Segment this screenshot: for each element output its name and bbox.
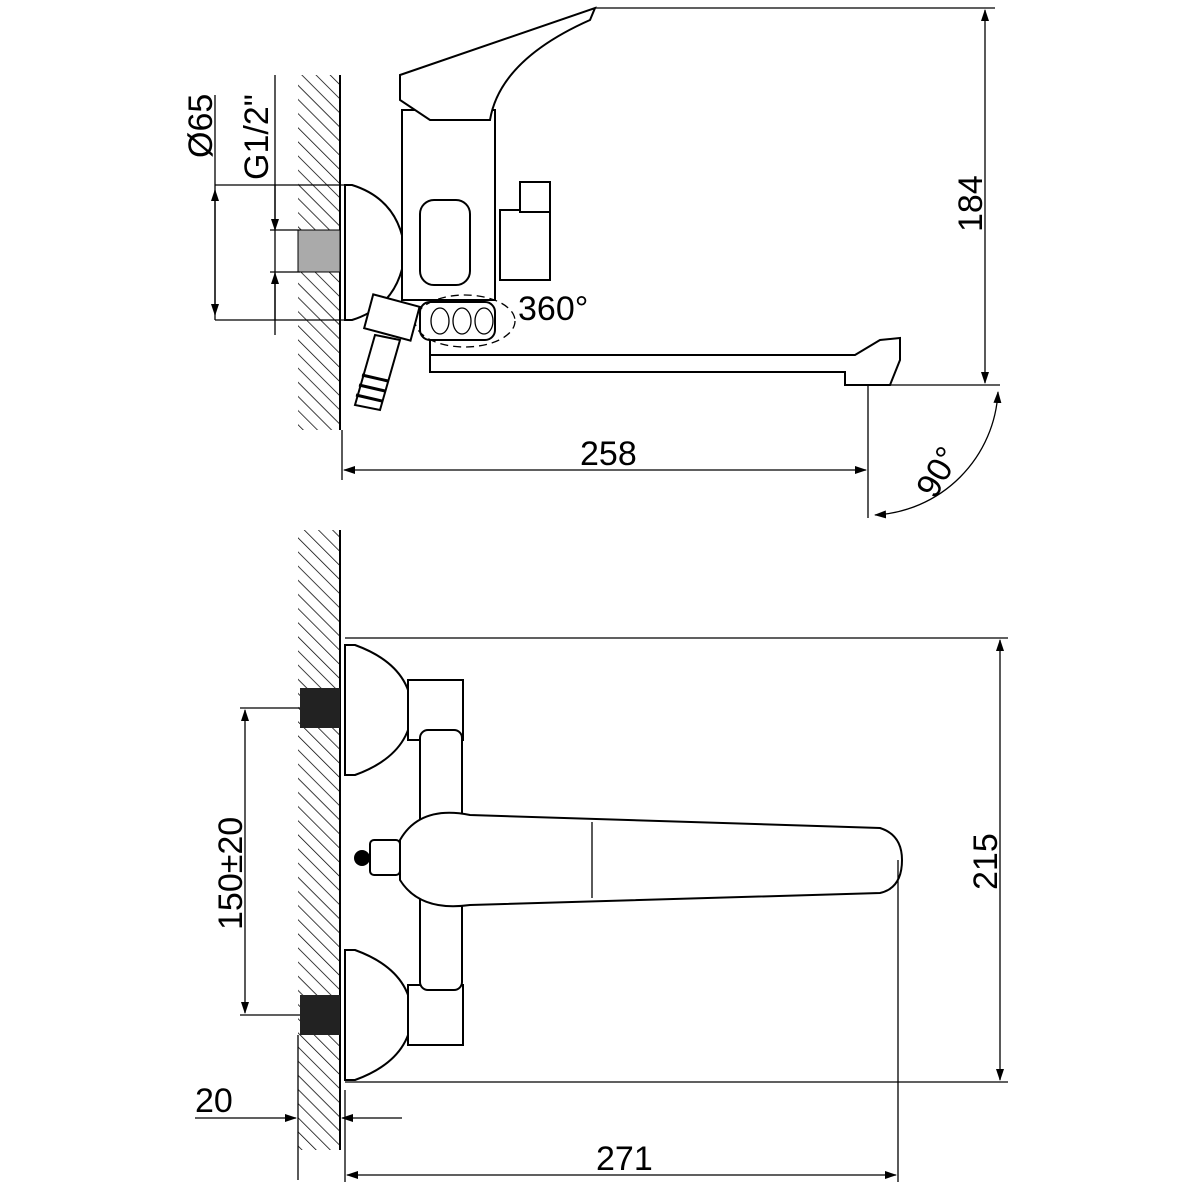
- nut-lower: [407, 984, 464, 1046]
- spout: [429, 336, 901, 386]
- flange-upper: [344, 644, 414, 776]
- lever-top: [399, 811, 904, 908]
- depth-label: 215: [967, 833, 1005, 890]
- height-label: 184: [952, 175, 990, 232]
- swivel-ring: [419, 301, 496, 341]
- flange-diameter-label: Ø65: [182, 94, 220, 158]
- cap-button: [354, 850, 370, 866]
- wall-offset-label: 20: [195, 1082, 233, 1120]
- hose-connector: [353, 333, 402, 412]
- swivel-angle-label: 360°: [518, 290, 588, 328]
- spout-reach-label: 258: [580, 435, 637, 473]
- flange-lower: [344, 949, 414, 1081]
- lever-handle: [399, 6, 597, 121]
- inlet-thread-upper: [300, 688, 340, 728]
- diverter-cap: [519, 181, 551, 213]
- inlet-thread-lower: [300, 995, 340, 1035]
- thread-size-label: G1/2": [238, 94, 276, 180]
- diverter-knob: [419, 199, 471, 286]
- diverter-button: [499, 209, 551, 281]
- inlet-thread: [297, 229, 341, 273]
- hose-nut: [362, 293, 421, 342]
- side-view: Ø65 G1/2" 360° 184 258 90°: [182, 6, 1002, 519]
- spout-angle-label: 90°: [909, 440, 968, 504]
- total-reach-label: 271: [596, 1140, 653, 1178]
- center-distance-label: 150±20: [212, 817, 250, 930]
- angle-arc: [874, 391, 1002, 519]
- wall-hatch-bottom: [298, 530, 340, 1150]
- top-view: 215 150±20 20 271: [195, 530, 1008, 1182]
